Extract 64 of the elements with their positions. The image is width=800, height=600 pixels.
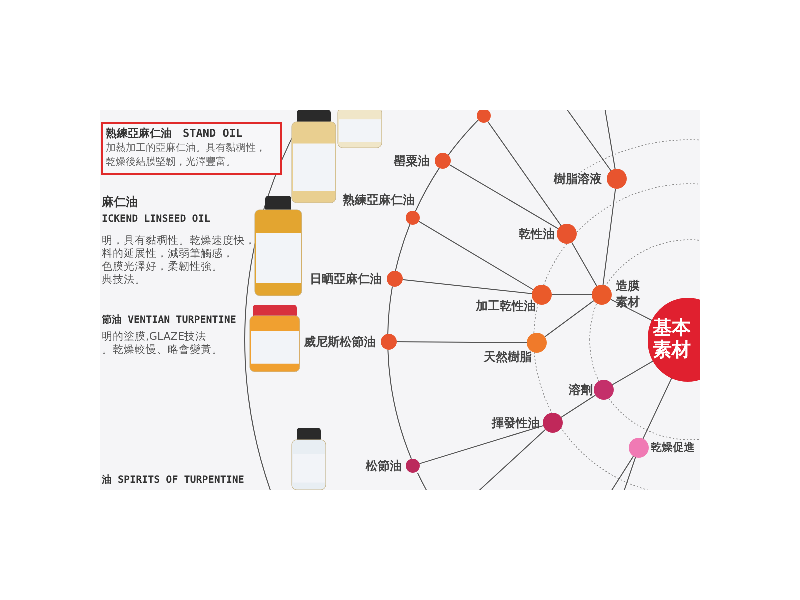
node-dot: [527, 333, 547, 353]
node-dot: [592, 285, 612, 305]
heading-text: 油 SPIRITS OF TURPENTINE: [102, 474, 244, 487]
node-dot: [594, 380, 614, 400]
connector-line: [396, 342, 528, 344]
node-dot: [406, 211, 420, 225]
description-text: 明的塗膜,GLAZE技法: [102, 331, 207, 344]
description-text: 。乾燥較慢、略會變黃。: [102, 344, 223, 357]
description-text: 典技法。: [102, 274, 146, 287]
info-text: 加熱加工的亞麻仁油。具有黏稠性，乾燥後結膜堅韌，光澤豐富。: [106, 142, 267, 170]
node-dot: [406, 459, 420, 473]
connector-line: [478, 429, 546, 490]
hub-circle: 基本素材: [648, 298, 700, 382]
node-dot: [435, 153, 451, 169]
node-dot: [629, 438, 649, 458]
node-dot: [557, 224, 577, 244]
node-label: 威尼斯松節油: [303, 335, 376, 349]
node-label: 加工乾性油: [474, 299, 536, 313]
description-text: 色膜光澤好，柔韌性強。: [102, 261, 223, 274]
connector-line: [419, 425, 544, 464]
node-label: 乾燥促進: [651, 441, 696, 455]
node-label: 天然樹脂: [483, 350, 532, 364]
node-dot: [381, 334, 397, 350]
heading-text: ICKEND LINSEED OIL: [102, 213, 210, 226]
node-label: 松節油: [364, 459, 402, 473]
node-label: 日晒亞麻仁油: [309, 272, 382, 286]
connector-line: [560, 394, 596, 418]
connector-line: [566, 110, 612, 172]
connector-line: [448, 120, 479, 156]
connector-line: [415, 168, 440, 212]
connector-line: [544, 300, 594, 338]
connector-line: [488, 121, 562, 226]
info-heading: 熟練亞麻仁油 STAND OIL: [106, 126, 244, 142]
connector-line: [388, 286, 394, 334]
description-text: 明，具有黏稠性。乾燥速度快，: [102, 235, 256, 248]
node-dot: [607, 169, 627, 189]
connector-line: [449, 164, 559, 230]
connector-line: [602, 188, 616, 286]
node-dot: [477, 110, 491, 123]
node-label: 樹脂溶液: [552, 172, 602, 186]
connector-line: [610, 299, 654, 322]
heading-text: 節油 VENTIAN TURPENTINE: [102, 314, 236, 327]
node-label: 熟練亞麻仁油: [342, 193, 415, 207]
node-label: 乾性油: [518, 227, 555, 241]
node-label: 溶劑: [568, 383, 593, 397]
heading-text: 麻仁油: [102, 196, 138, 209]
connector-line: [402, 279, 533, 294]
description-text: 料的延展性，減弱筆觸感，: [102, 248, 234, 261]
connector-line: [604, 110, 616, 170]
connector-line: [388, 350, 412, 460]
node-dot: [387, 271, 403, 287]
connector-line: [395, 224, 411, 272]
node-dot: [543, 413, 563, 433]
connector-line: [624, 456, 636, 490]
connector-line: [571, 242, 598, 287]
connector-line: [612, 360, 654, 386]
connector-line: [610, 456, 634, 490]
node-label: 罌粟油: [393, 154, 430, 168]
connector-line: [552, 294, 592, 296]
info-box: [101, 122, 282, 175]
node-label: 造膜素材: [616, 278, 641, 310]
connector-line: [418, 221, 534, 290]
connector-line: [642, 377, 673, 440]
node-label: 揮發性油: [490, 416, 540, 430]
